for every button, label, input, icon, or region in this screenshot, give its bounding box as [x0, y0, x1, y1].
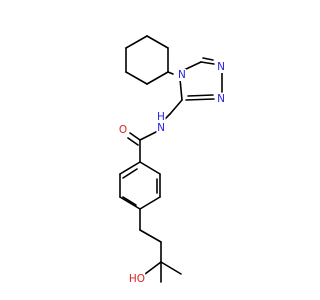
bond-line: [127, 137, 139, 146]
atom-label-triazole-n1: N: [217, 61, 225, 73]
bond-line: [139, 161, 161, 175]
bond-line: [167, 71, 174, 75]
atom-label-hydroxyl: HO: [129, 273, 145, 285]
atom-label-amide-n: N: [157, 122, 165, 134]
bond-line: [179, 78, 183, 101]
bond-line: [144, 261, 162, 275]
atom-label-background: [156, 111, 166, 123]
bond-line: [125, 71, 148, 85]
bond-line: [129, 132, 141, 141]
atom-label-triazole-n2: N: [217, 93, 225, 105]
bond-line: [125, 35, 148, 49]
bond-line: [200, 61, 215, 65]
bond-layer: [119, 35, 223, 283]
atom-label-background: [216, 61, 226, 73]
bond-line: [185, 98, 215, 101]
bond-line: [183, 61, 202, 71]
atom-label-background: [216, 93, 226, 105]
atom-label-triazole-n4: N: [178, 69, 186, 81]
bond-line: [122, 196, 137, 206]
bond-line: [160, 261, 182, 275]
atom-label-background: [128, 273, 146, 285]
bond-line: [202, 57, 214, 61]
bond-line: [146, 35, 169, 49]
atom-label-background: [118, 124, 128, 136]
bond-line: [146, 71, 169, 85]
bond-line: [119, 196, 141, 210]
bond-line: [119, 161, 141, 175]
bond-line: [139, 196, 161, 210]
atom-label-background: [177, 69, 187, 81]
bond-line: [169, 99, 183, 115]
bond-line: [187, 94, 214, 97]
atom-label-amide-h: H: [157, 111, 165, 123]
bond-line: [139, 229, 162, 243]
bond-line: [139, 130, 159, 141]
bond-line: [122, 168, 138, 179]
atom-label-background: [156, 122, 166, 134]
atom-label-carbonyl-o: O: [119, 124, 127, 136]
